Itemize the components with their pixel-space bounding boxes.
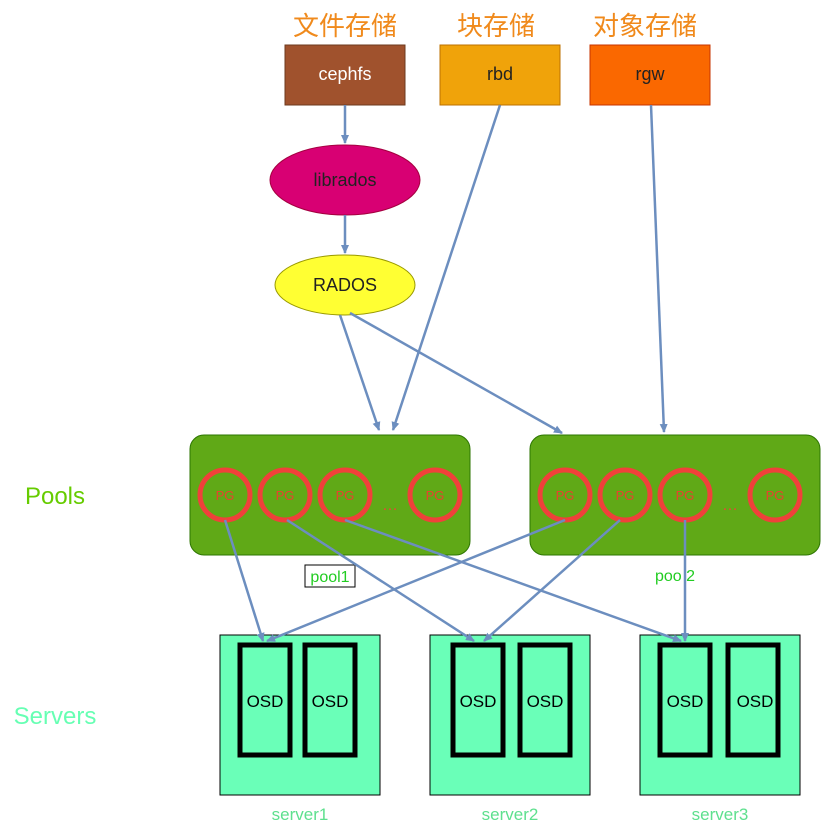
pool1-container: PG PG PG … PG [189, 434, 471, 556]
osd-label: OSD [312, 692, 349, 711]
arrow-rbd-pool1 [391, 104, 502, 431]
osd-label: OSD [527, 692, 564, 711]
server3-box: OSD OSD [639, 634, 801, 796]
pools-label: Pools [25, 483, 85, 510]
pg-label: PG [216, 488, 235, 503]
pg-circle: PG [257, 467, 313, 523]
rados-label: RADOS [313, 275, 377, 295]
librados-label: librados [313, 170, 376, 190]
rgw-box: rgw [589, 44, 711, 106]
osd-disk [450, 642, 506, 758]
osd-disk [302, 642, 358, 758]
server2-name: server2 [482, 805, 539, 824]
rgw-label: rgw [635, 64, 665, 84]
arrow-pg-server3 [344, 518, 682, 643]
arrow-rgw-pool2 [649, 104, 668, 433]
pg-label: PG [556, 488, 575, 503]
block-storage-title: 块存储 [457, 12, 535, 42]
arrow-pg-server2 [286, 518, 475, 643]
arrow-pool2-server2 [483, 519, 621, 642]
server1-name: server1 [272, 805, 329, 824]
cephfs-box: cephfs [284, 44, 406, 106]
server1-box: OSD OSD [219, 634, 381, 796]
pool1-name-tag: pool1 [304, 564, 356, 588]
pg-label: PG [336, 488, 355, 503]
pg-ellipsis: … [382, 497, 398, 514]
servers-label: Servers [14, 703, 97, 730]
rbd-label: rbd [487, 64, 513, 84]
pool2-container: PG PG PG … PG [529, 434, 821, 556]
connector-arrows [223, 104, 689, 643]
arrow-rados-pool1 [338, 314, 381, 431]
osd-label: OSD [460, 692, 497, 711]
pg-circle: PG [407, 467, 463, 523]
file-storage-title: 文件存储 [293, 12, 397, 42]
pg-circle: PG [747, 467, 803, 523]
librados-ellipse: librados [269, 144, 421, 216]
pg-label: PG [426, 488, 445, 503]
osd-label: OSD [247, 692, 284, 711]
server2-box: OSD OSD [429, 634, 591, 796]
pool2-name: poo 2 [655, 568, 695, 585]
pg-label: PG [676, 488, 695, 503]
osd-label: OSD [737, 692, 774, 711]
pg-label: PG [276, 488, 295, 503]
pg-label: PG [766, 488, 785, 503]
arrow-pool2-server1 [266, 518, 566, 643]
arrow-rados-pool2 [349, 311, 563, 435]
osd-disk [725, 642, 781, 758]
pool1-name: pool1 [310, 569, 349, 586]
pg-ellipsis: … [722, 497, 738, 514]
cephfs-label: cephfs [318, 64, 371, 84]
server3-name: server3 [692, 805, 749, 824]
object-storage-title: 对象存储 [593, 12, 697, 42]
rbd-box: rbd [439, 44, 561, 106]
arrow-pg-server1 [223, 519, 265, 642]
pg-label: PG [616, 488, 635, 503]
osd-disk [517, 642, 573, 758]
rados-ellipse: RADOS [274, 254, 416, 316]
pg-circle: PG [597, 467, 653, 523]
osd-disk [237, 642, 293, 758]
osd-label: OSD [667, 692, 704, 711]
osd-disk [657, 642, 713, 758]
